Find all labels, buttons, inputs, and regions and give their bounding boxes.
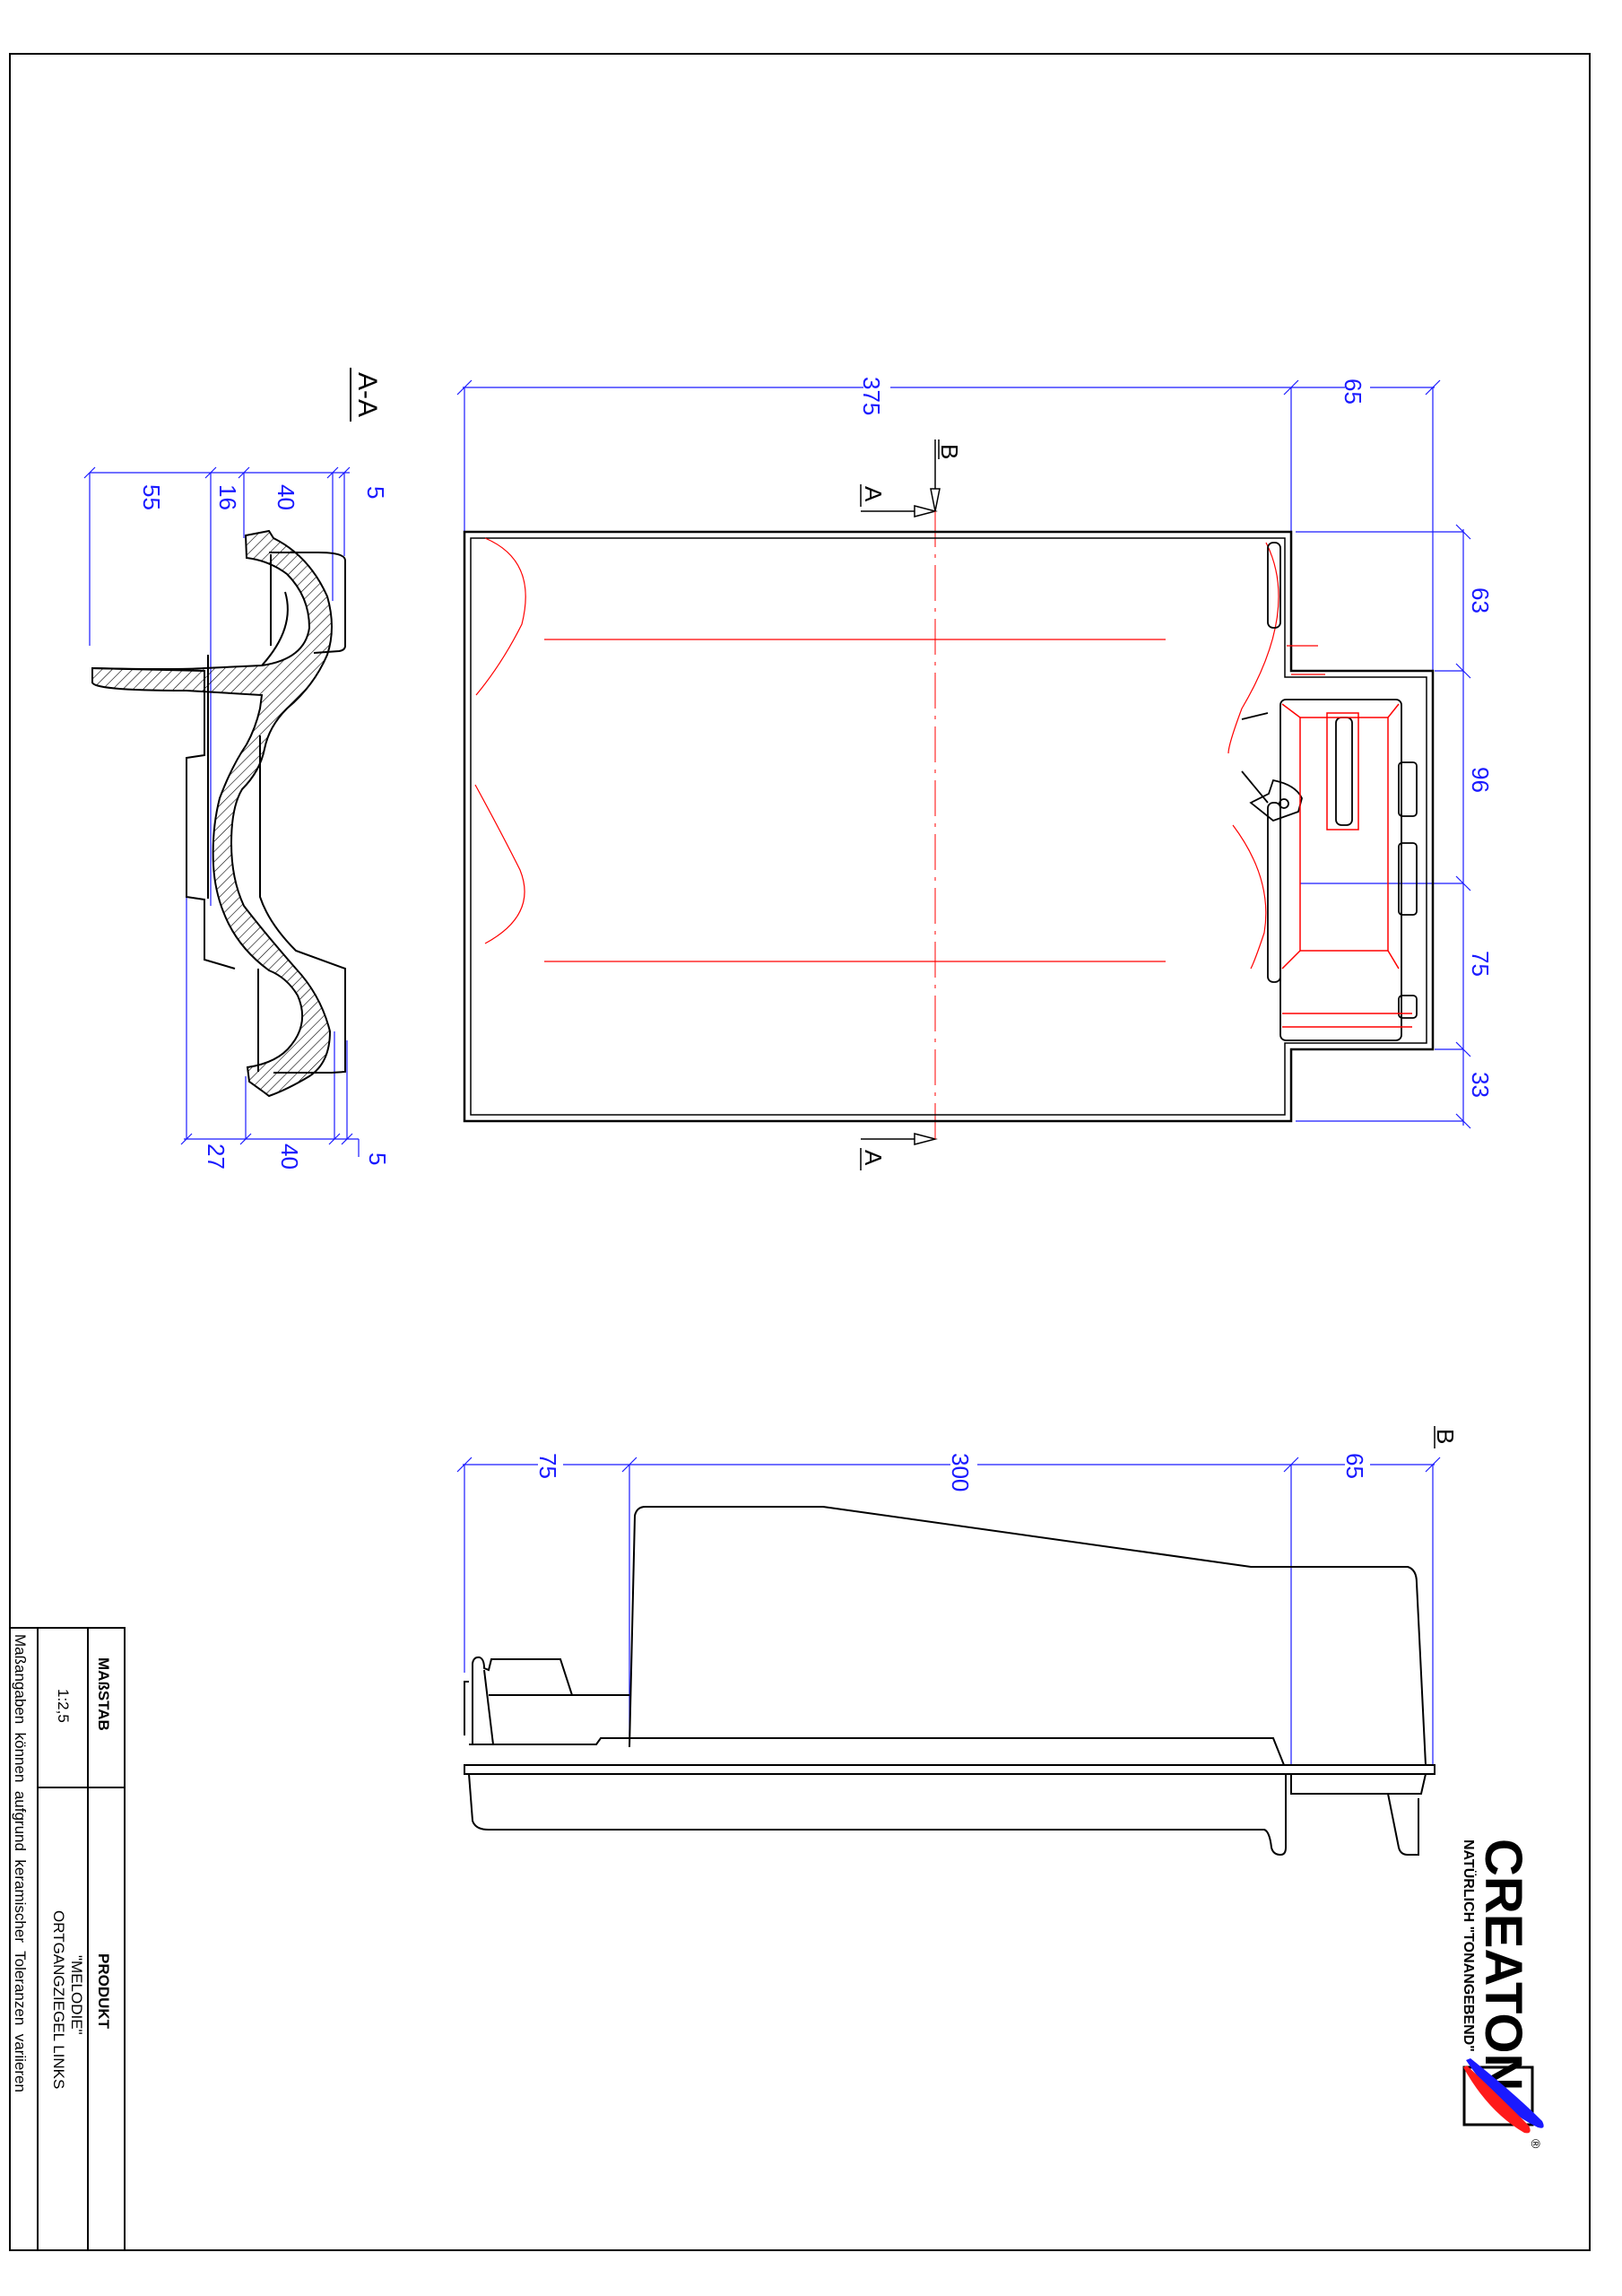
dim-40-top: 40 xyxy=(273,484,299,510)
top-view: 375 65 63 96 75 33 B A A xyxy=(456,375,1494,1170)
product-header: PRODUKT xyxy=(95,1953,112,2030)
dim-5-top: 5 xyxy=(362,486,389,499)
logo-registered: ® xyxy=(1529,2139,1543,2149)
scale-header: MAßSTAB xyxy=(95,1657,112,1731)
section-marker-a-top: A xyxy=(860,486,887,502)
section-hatch xyxy=(91,529,333,1098)
tile-outline xyxy=(463,530,1435,1123)
sheet-frame xyxy=(9,53,1591,2251)
dim-27: 27 xyxy=(203,1144,230,1170)
dim-75: 75 xyxy=(1467,951,1494,977)
dim-65-top: 65 xyxy=(1340,378,1366,404)
title-block: MAßSTAB 1:2,5 PRODUKT "MELODIE" ORTGANGZ… xyxy=(9,1627,126,2251)
dim-65-side: 65 xyxy=(1341,1453,1368,1479)
section-label-a-a: A-A xyxy=(352,372,382,417)
logo-swoosh-red xyxy=(1463,2066,1531,2134)
dim-55: 55 xyxy=(138,484,165,510)
dim-300: 300 xyxy=(947,1453,974,1492)
product-type: ORTGANGZIEGEL LINKS xyxy=(50,1910,67,2089)
section-marker-b: B xyxy=(936,444,963,459)
tolerance-note: Maßangaben können aufgrund keramischer T… xyxy=(12,1634,29,2092)
dim-96: 96 xyxy=(1467,767,1494,793)
section-marker-b-side: B xyxy=(1432,1429,1459,1444)
product-name: "MELODIE" xyxy=(68,1955,85,2035)
dim-5-bottom: 5 xyxy=(364,1152,391,1165)
logo-tagline: NATÜRLICH "TONANGEBEND" xyxy=(1461,1839,1478,2052)
side-view: B 75 300 65 xyxy=(456,1426,1459,1857)
dim-75-side: 75 xyxy=(534,1453,561,1479)
dim-16: 16 xyxy=(214,484,241,510)
section-view-a-a: A-A 55 16 40 xyxy=(83,368,391,1170)
logo-brand: CREATON xyxy=(1474,1839,1532,2091)
dim-40-bottom: 40 xyxy=(276,1144,303,1170)
side-profile-top xyxy=(629,1506,1427,1766)
section-marker-a-bottom: A xyxy=(860,1150,887,1166)
logo-swoosh-blue xyxy=(1466,2058,1544,2128)
dim-63: 63 xyxy=(1467,587,1494,613)
scale-value: 1:2,5 xyxy=(55,1689,72,1723)
dim-33: 33 xyxy=(1467,1072,1494,1098)
dim-375: 375 xyxy=(858,377,885,415)
creaton-logo: CREATON NATÜRLICH "TONANGEBEND" ® xyxy=(1461,1839,1544,2149)
